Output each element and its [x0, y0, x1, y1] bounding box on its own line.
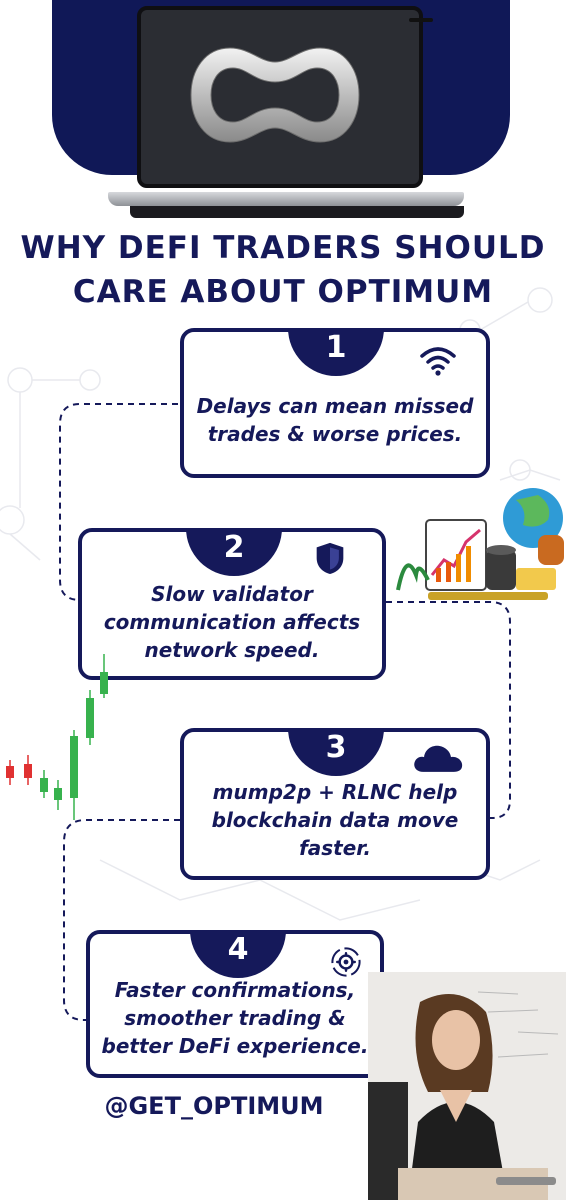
step-text-line: better DeFi experience. [101, 1034, 369, 1058]
step-card-4: 4 Faster confirmations, smoother trading… [86, 930, 384, 1078]
step-number-badge: 3 [288, 728, 384, 776]
person-illustration [368, 972, 566, 1200]
step-card-3: 3 mump2p + RLNC help blockchain data mov… [180, 728, 490, 880]
social-handle: @GET_OPTIMUM [104, 1092, 324, 1120]
candlestick-chart [6, 654, 108, 820]
step-text-line: smoother trading & [124, 1006, 346, 1030]
step-text-line: network speed. [144, 638, 320, 662]
step-number-badge: 2 [186, 528, 282, 576]
laptop-base [108, 192, 464, 206]
trading-illustration [396, 488, 564, 600]
shield-icon [316, 542, 344, 574]
step-text-line: Faster confirmations, [114, 978, 356, 1002]
step-text-line: Slow validator [151, 582, 313, 606]
step-text: Slow validator communication affects net… [82, 580, 382, 664]
gear-sync-icon [331, 947, 361, 977]
step-text-line: mump2p + RLNC help [212, 780, 458, 804]
optimum-logo-icon [190, 47, 360, 143]
laptop-screen [137, 6, 433, 188]
laptop-foot [130, 206, 464, 218]
step-number-badge: 1 [288, 328, 384, 376]
step-text: mump2p + RLNC help blockchain data move … [184, 778, 486, 862]
title-line-2: CARE ABOUT OPTIMUM [72, 274, 494, 310]
step-text-line: communication affects [103, 610, 361, 634]
step-text: Delays can mean missed trades & worse pr… [184, 392, 486, 448]
step-number-badge: 4 [190, 930, 286, 978]
wifi-icon [420, 347, 456, 376]
laptop-camera-notch [409, 18, 433, 22]
step-text-line: Delays can mean missed [196, 394, 474, 418]
title-line-1: WHY DEFI TRADERS SHOULD [20, 230, 546, 266]
page-title: WHY DEFI TRADERS SHOULD CARE ABOUT OPTIM… [20, 226, 546, 314]
step-text: Faster confirmations, smoother trading &… [90, 976, 380, 1060]
step-text-line: trades & worse prices. [207, 422, 463, 446]
cloud-icon [414, 745, 463, 772]
step-text-line: blockchain data move [211, 808, 459, 832]
person-photo [368, 972, 566, 1200]
step-text-line: faster. [299, 836, 371, 860]
step-card-2: 2 Slow validator communication affects n… [78, 528, 386, 680]
step-card-1: 1 Delays can mean missed trades & worse … [180, 328, 490, 478]
